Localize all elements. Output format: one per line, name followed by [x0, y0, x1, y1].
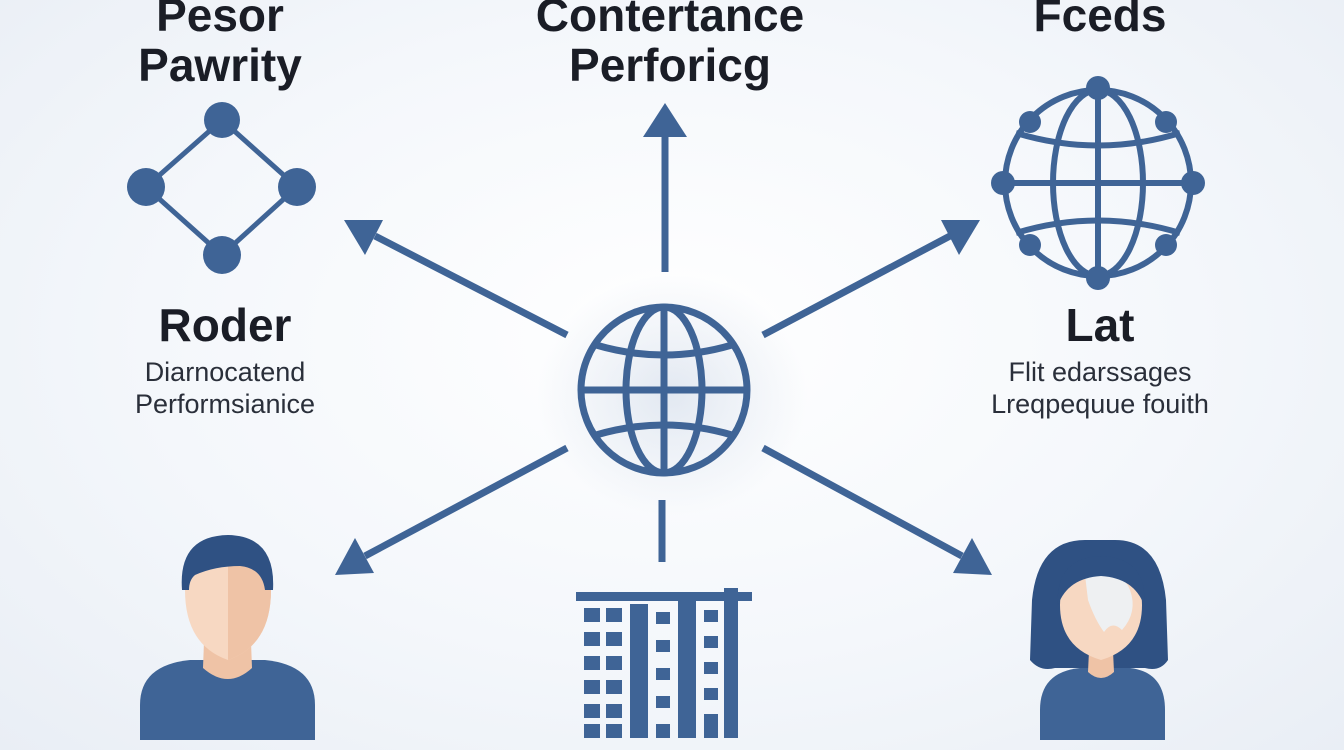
label-top-left-line2: Pawrity — [138, 39, 302, 91]
label-middle-left: Roder Diarnocatend Performsianice — [95, 300, 355, 420]
label-middle-right-sub1: Flit edarssages — [1008, 357, 1192, 387]
label-middle-left-title: Roder — [158, 299, 292, 351]
arrow-up-left — [344, 220, 569, 339]
label-top-center-line2: Perforicg — [569, 39, 771, 91]
network-diamond-icon — [127, 102, 316, 274]
network-globe-icon — [991, 76, 1205, 290]
globe-icon — [577, 303, 751, 477]
bar-chart-icon — [576, 588, 752, 738]
female-user-icon — [1030, 540, 1168, 740]
label-top-left: Pesor Pawrity — [115, 0, 325, 90]
label-top-center: Contertance Perforicg — [470, 0, 870, 90]
label-middle-right-title: Lat — [1065, 299, 1135, 351]
label-middle-right: Lat Flit edarssages Lreqpequue fouith — [950, 300, 1250, 420]
arrow-down-left — [335, 444, 569, 575]
label-middle-left-sub1: Diarnocatend — [144, 357, 306, 387]
label-middle-left-sub2: Performsianice — [134, 389, 316, 419]
male-user-icon — [140, 535, 315, 740]
label-top-right-line1: Fceds — [1033, 0, 1167, 41]
label-top-left-line1: Pesor — [156, 0, 284, 41]
arrow-up-right — [761, 220, 980, 339]
label-middle-right-sub2: Lreqpequue fouith — [991, 389, 1209, 419]
label-top-right: Fceds — [985, 0, 1215, 40]
arrow-up — [643, 103, 687, 272]
arrow-down-right — [761, 444, 992, 575]
label-top-center-line1: Contertance — [535, 0, 805, 41]
